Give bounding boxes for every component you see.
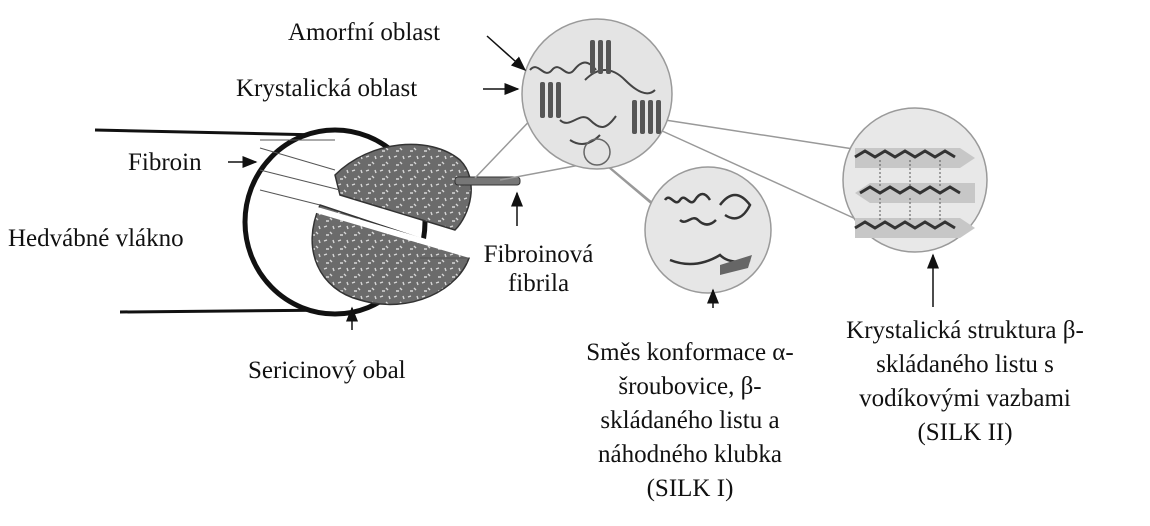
label-crystalline-region: Krystalická oblast <box>236 74 417 103</box>
label-silk1-line2: šroubovice, β- <box>555 370 825 404</box>
label-fibroin-fibril-line1: Fibroinová <box>476 240 601 269</box>
label-sericin-coat: Sericinový obal <box>248 356 406 385</box>
label-silk2: Krystalická struktura β- skládaného list… <box>820 314 1110 450</box>
label-silk2-line4: (SILK II) <box>820 416 1110 450</box>
label-silk1: Směs konformace α- šroubovice, β- skláda… <box>555 336 825 506</box>
label-silk-fiber: Hedvábné vlákno <box>8 224 184 253</box>
label-silk1-line5: (SILK I) <box>555 472 825 506</box>
label-fibroin-fibril: Fibroinová fibrila <box>476 240 601 298</box>
silk2-circle <box>843 108 987 252</box>
label-amorphous-region: Amorfní oblast <box>288 18 440 47</box>
label-silk2-line3: vodíkovými vazbami <box>820 382 1110 416</box>
silk1-circle <box>645 167 771 293</box>
label-fibroin-fibril-line2: fibrila <box>476 269 601 298</box>
label-fibroin: Fibroin <box>128 148 202 177</box>
magnified-fibril-circle <box>522 19 672 169</box>
label-silk2-line1: Krystalická struktura β- <box>820 314 1110 348</box>
label-silk1-line4: náhodného klubka <box>555 438 825 472</box>
label-silk2-line2: skládaného listu s <box>820 348 1110 382</box>
label-silk1-line3: skládaného listu a <box>555 404 825 438</box>
label-silk1-line1: Směs konformace α- <box>555 336 825 370</box>
